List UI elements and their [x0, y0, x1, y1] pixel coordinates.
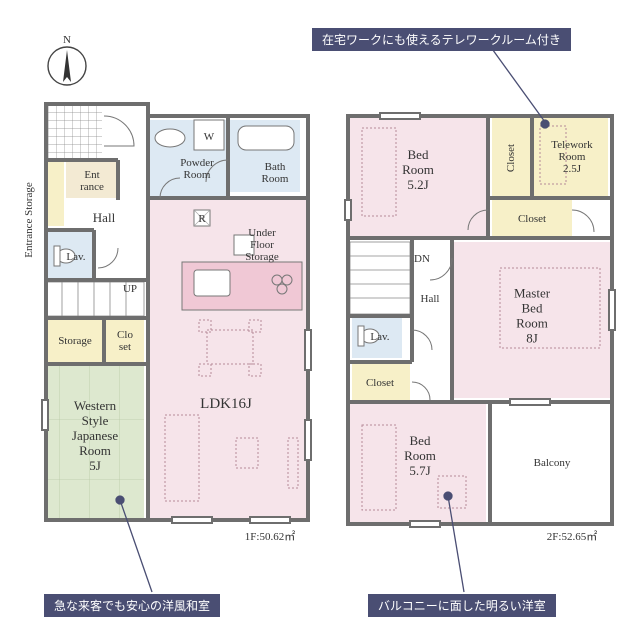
floor2-area: 2F:52.65㎡	[547, 530, 597, 543]
japanese-callout: 急な来客でも安心の洋風和室	[44, 594, 221, 617]
balcony-callout: バルコニーに面した明るい洋室	[368, 594, 556, 617]
up-label: UP	[123, 283, 137, 295]
entrance-storage-label: Entrance Storage	[23, 182, 35, 258]
callout-lines	[115, 45, 550, 593]
storage-label: Storage	[58, 335, 92, 347]
lav-label: Lav.	[66, 251, 85, 263]
w-mark-label: W	[204, 131, 215, 143]
dn-label: DN	[414, 253, 430, 265]
closet-b-label: Closet	[518, 213, 546, 225]
r-mark-label: R	[198, 213, 206, 225]
telework-callout: 在宅ワークにも使えるテレワークルーム付き	[312, 28, 571, 51]
closet-c-label: Closet	[366, 377, 394, 389]
balcony-label: Balcony	[534, 457, 571, 469]
hall-label: Hall	[93, 210, 116, 225]
compass-north-label: N	[63, 34, 71, 46]
closet-a-label: Closet	[505, 144, 517, 172]
ldk-label: LDK16J	[200, 396, 252, 412]
floor1-area: 1F:50.62㎡	[245, 530, 295, 543]
lav2-label: Lav.	[370, 331, 389, 343]
hall2-label: Hall	[421, 293, 440, 305]
compass: N	[47, 34, 87, 86]
